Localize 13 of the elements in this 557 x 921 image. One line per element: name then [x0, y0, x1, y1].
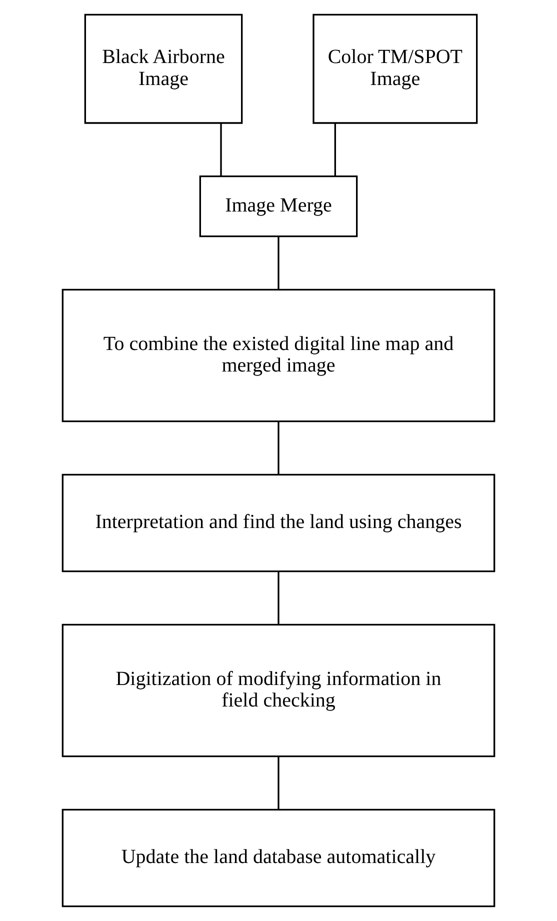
- node-box: To combine the existed digital line map and merged image: [62, 288, 496, 422]
- node-box: Digitization of modifying information in field checking: [62, 624, 496, 758]
- node-box: Update the land database automatically: [62, 808, 496, 908]
- connector: [334, 123, 336, 176]
- connector: [278, 236, 280, 290]
- node-box: Interpretation and find the land using changes: [62, 474, 496, 572]
- connector: [220, 123, 222, 176]
- node-box: Color TM/SPOT Image: [312, 14, 478, 124]
- connector: [278, 422, 280, 474]
- node-box: Black Airborne Image: [84, 14, 243, 124]
- connector: [278, 756, 280, 810]
- connector: [278, 571, 280, 624]
- node-box: Image Merge: [199, 176, 358, 238]
